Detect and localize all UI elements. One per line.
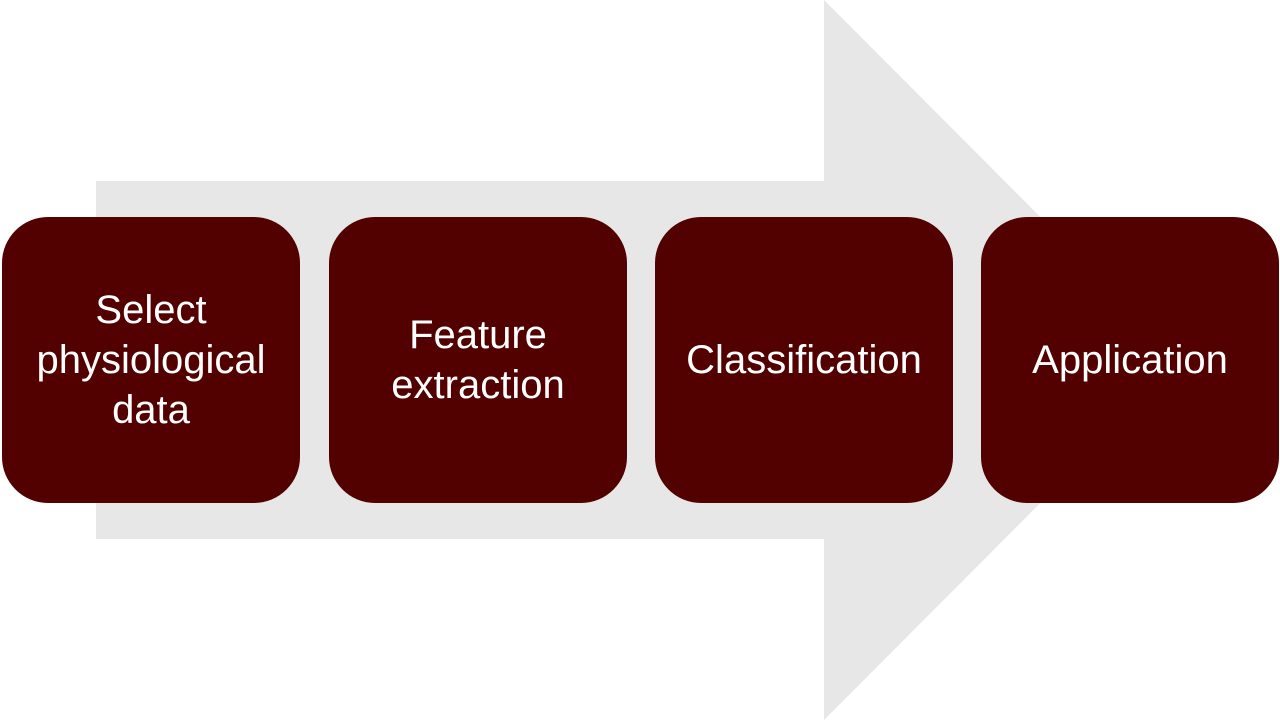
step-label: Classification [686,338,922,382]
step-label: Select physiological data [36,288,266,432]
step-box-application: Application [981,217,1279,503]
step-box-classification: Classification [655,217,953,503]
step-box-select-physiological-data: Select physiological data [2,217,300,503]
arrow-shape [96,0,1183,720]
step-label: Feature extraction [391,313,565,407]
step-label: Application [1032,338,1228,382]
step-box-feature-extraction: Feature extraction [329,217,627,503]
